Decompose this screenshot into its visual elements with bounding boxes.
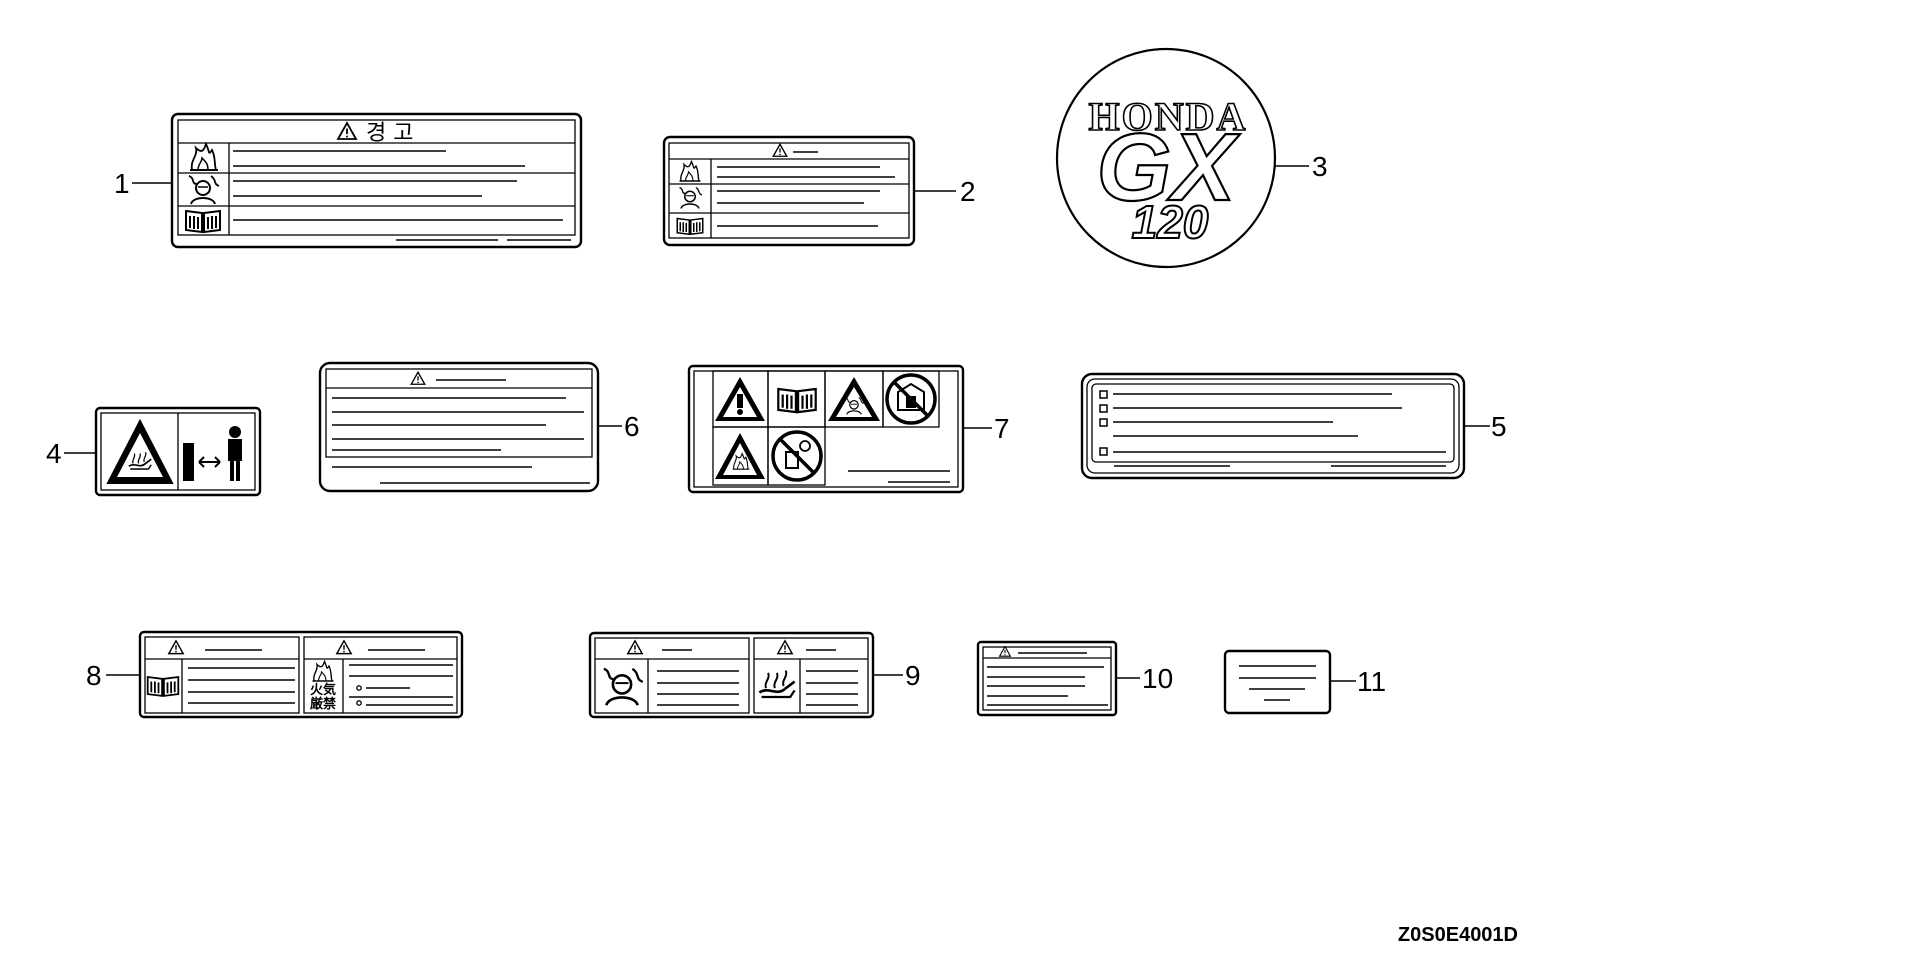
- callout-9: 9: [905, 660, 921, 691]
- label-part-5: [1080, 372, 1466, 480]
- label8-kanji-line2: 厳禁: [310, 696, 336, 712]
- label-part-10: [976, 640, 1118, 717]
- label-part-8: 火気 厳禁: [138, 630, 464, 719]
- general-warning-icon: [715, 377, 765, 421]
- label-part-9: [588, 631, 875, 719]
- emblem-part-3: HONDA GX 120: [1055, 47, 1277, 269]
- fire-warning-icon: [715, 433, 765, 479]
- label8-kanji-line1: 火気: [310, 682, 336, 698]
- label-part-2: [662, 135, 916, 247]
- owners-manual-icon: [777, 387, 817, 414]
- model-number-text: 120: [1132, 196, 1209, 248]
- fume-warning-icon: [828, 377, 880, 421]
- callout-8: 8: [86, 660, 102, 691]
- label-part-11: [1223, 649, 1332, 715]
- callout-5: 5: [1491, 411, 1507, 442]
- owners-manual-icon: [185, 210, 221, 233]
- callout-7: 7: [994, 413, 1010, 444]
- callout-1: 1: [114, 168, 130, 199]
- engine-block-icon: [183, 443, 194, 481]
- gx-series-text: GX: [1097, 114, 1241, 221]
- label1-heading: 경 고: [366, 121, 413, 146]
- callout-2: 2: [960, 176, 976, 207]
- label-part-1: 경 고: [170, 112, 583, 249]
- owners-manual-icon: [676, 217, 704, 235]
- no-refuel-running-icon: [771, 430, 823, 482]
- label-part-4: [94, 406, 262, 497]
- person-icon: [228, 426, 242, 481]
- label-part-6: [318, 361, 600, 493]
- owners-manual-icon: [146, 676, 180, 697]
- callout-11: 11: [1357, 666, 1386, 697]
- honda-logo-text: HONDA: [1089, 94, 1248, 139]
- callout-10: 10: [1142, 663, 1173, 694]
- callout-4: 4: [46, 438, 62, 469]
- no-indoor-use-icon: [885, 373, 937, 425]
- callout-3: 3: [1312, 151, 1328, 182]
- label-part-7: [687, 364, 965, 494]
- diagram-code: Z0S0E4001D: [1398, 924, 1518, 946]
- callout-6: 6: [624, 411, 640, 442]
